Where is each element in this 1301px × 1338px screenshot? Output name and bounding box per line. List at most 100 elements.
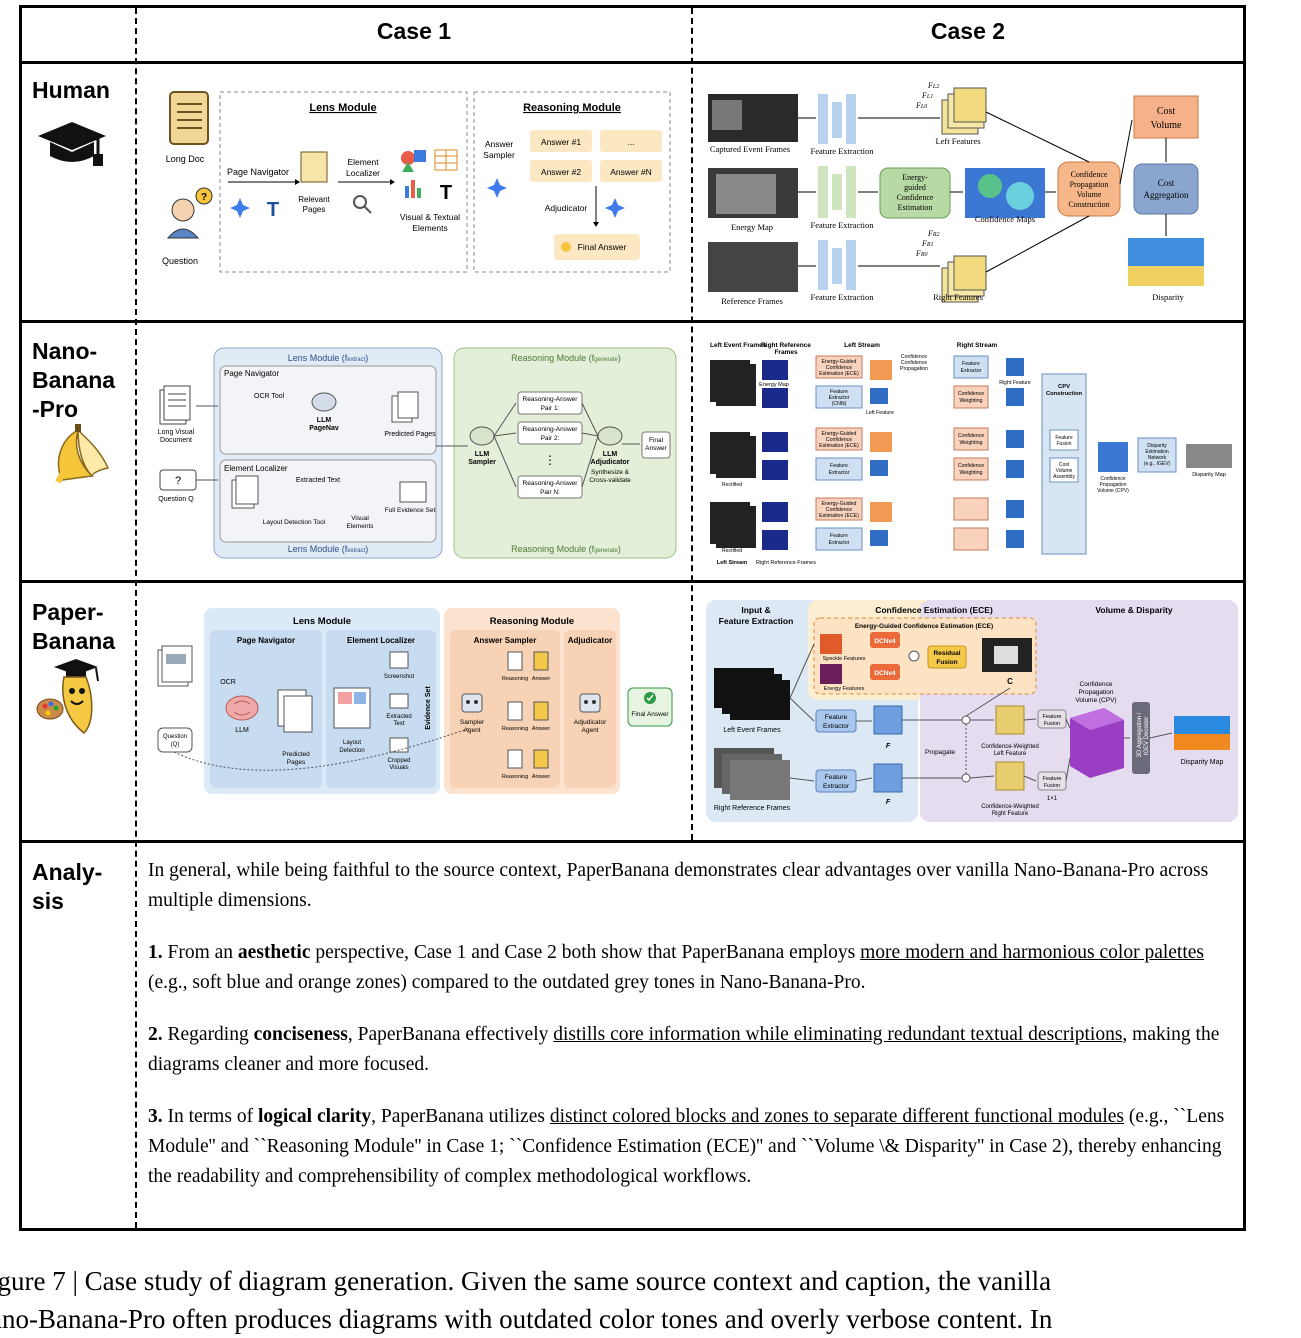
paper-cpv-3: Volume (CPV)	[1075, 697, 1116, 704]
analysis-paragraph-4: 3. In terms of logical clarity, PaperBan…	[148, 1102, 1233, 1192]
pair-1-label-2: Pair 1:	[541, 405, 560, 412]
r3: Reasoning	[502, 774, 528, 780]
right-ref-stack	[714, 748, 790, 800]
pair-2-label-2: Pair 2:	[541, 435, 560, 442]
bar-chart-icon	[405, 180, 421, 198]
right-ref-label-2: Frames	[774, 349, 798, 356]
cpvc-label-1: Confidence	[1071, 170, 1108, 179]
question-bubble	[157, 727, 193, 753]
paper-question-2: (Q)	[171, 742, 180, 748]
feature-extraction-top	[818, 94, 856, 144]
ece-2: Confidence	[826, 365, 852, 371]
element-localizer-box	[219, 459, 437, 543]
cpv-construction-1: CPV	[1058, 384, 1070, 390]
connectors	[798, 111, 1167, 273]
right-features-label: Right Features	[933, 292, 983, 302]
weighted-left-cube	[995, 705, 1025, 735]
ece-1: Energy-Guided	[822, 359, 857, 365]
reference-label: Reference Frames	[721, 296, 783, 306]
nano-final-answer-box	[641, 431, 671, 459]
ece-box	[815, 355, 863, 379]
captured-label: Captured Event Frames	[710, 144, 790, 154]
nano-final-2: Answer	[645, 445, 668, 452]
gemini-star-icon	[230, 198, 250, 218]
banana-icon	[55, 424, 110, 484]
paper-case1-diagram: Lens Module Reasoning Module Page Naviga…	[157, 608, 673, 794]
cost-agg-label-2: Aggregation	[1144, 190, 1189, 200]
paper-layout-2: Detection	[339, 748, 364, 754]
paper-left-event-label: Left Event Frames	[723, 727, 781, 734]
text-icon: T	[267, 199, 279, 221]
egce-box	[879, 167, 951, 219]
nano-reasoning-title-bottom: Reasoning Module (fgenerate)	[511, 544, 621, 554]
header-case1: Case 1	[376, 18, 452, 44]
svg-text:?: ?	[175, 475, 181, 487]
paper-cropped-2: Visuals	[389, 765, 408, 771]
p3-underline: distills core information while eliminat…	[553, 1024, 1123, 1045]
final-answer-label: Final Answer	[578, 242, 627, 252]
paper-disparity-label: Disparity Map	[1181, 759, 1224, 766]
disp-net-box	[1137, 437, 1177, 473]
robot-icon	[461, 693, 483, 713]
paper-ocr-label: OCR	[220, 679, 236, 686]
cpv-cube	[1098, 442, 1128, 472]
feature-extraction-label-1: Feature Extraction	[810, 146, 874, 156]
analysis-paragraph-2: 1. From an aesthetic perspective, Case 1…	[148, 938, 1233, 998]
feat-cnn-3: (CNN)	[832, 401, 847, 407]
feat2-1: Feature	[830, 463, 848, 469]
right-ref-label-1: Right Reference	[761, 342, 811, 349]
cpv-construction-2: Construction	[1046, 391, 1083, 397]
cost-volume-box	[1133, 95, 1199, 139]
p2-bold: aesthetic	[237, 942, 311, 963]
egce-label-1: Energy-	[902, 173, 928, 182]
ocr-tool-label: OCR Tool	[254, 393, 285, 400]
analysis-paragraph-1: In general, while being faithful to the …	[148, 860, 1209, 911]
cost-volume-label-2: Volume	[1151, 120, 1182, 131]
right-feature-label: Right Feature	[999, 380, 1031, 386]
fe-right-1: Feature	[825, 774, 848, 781]
analysis-text: In general, while being faithful to the …	[148, 856, 1233, 1214]
right-feat-cnn-1: Feature	[962, 361, 980, 367]
cw3-2: Weighting	[960, 470, 983, 476]
label-column-divider	[135, 8, 137, 1228]
dcn-bottom	[870, 664, 900, 680]
visual-textual-label-2: Elements	[412, 223, 447, 233]
left-features-cubes	[941, 87, 987, 135]
screenshot-icon	[389, 651, 409, 669]
p4-a: In terms of	[162, 1106, 258, 1127]
paper-cropped-1: Cropped	[387, 758, 410, 764]
cva-3: Assembly	[1053, 474, 1075, 480]
answer-sampler-label: Answer	[485, 139, 514, 149]
conf-prop-2: Propagation	[900, 366, 928, 372]
llm-pagenav-2: PageNav	[309, 425, 339, 432]
svg-text:⋮: ⋮	[544, 453, 556, 467]
ece-sub-title: Energy-Guided Confidence Estimation (ECE…	[855, 623, 993, 630]
feature-fusion-box	[1049, 429, 1079, 451]
paper-cpv-2: Propagation	[1078, 689, 1113, 696]
propagate-label: Propagate	[925, 749, 955, 756]
row-label-analysis: Analy- sis	[32, 858, 102, 916]
p4-bold: logical clarity	[257, 1106, 372, 1127]
row-label-nano-1: Nano-	[32, 338, 98, 364]
paper-final-answer-box	[627, 687, 673, 727]
adjudicator-robot-icon	[579, 693, 601, 713]
ece-3: Estimation (ECE)	[819, 371, 859, 377]
fe-left-2: Extractor	[823, 723, 850, 730]
left-features-label: Left Features	[935, 136, 980, 146]
nano-lens-title-bottom: Lens Module (fextract)	[288, 544, 369, 554]
r2: Reasoning	[502, 726, 528, 732]
fl-cube	[873, 705, 903, 735]
caption-line-1: igure 7 | Case study of diagram generati…	[0, 1266, 1052, 1296]
r1: Reasoning	[502, 676, 528, 682]
feat-cnn-box	[815, 385, 863, 409]
element-localizer-label: Element	[347, 157, 379, 167]
paper-adj-1: Adjudicator	[574, 719, 607, 726]
ece3-1: Energy-Guided	[822, 501, 857, 507]
dcn-bottom-label: DCNv4	[874, 670, 896, 677]
speckle-features-image	[820, 634, 842, 654]
paper-sampler-1: Sampler	[460, 719, 485, 726]
relevant-pages-label-2: Pages	[303, 205, 326, 214]
p2-a: From an	[162, 942, 238, 963]
question-label: Question Q	[158, 496, 194, 503]
